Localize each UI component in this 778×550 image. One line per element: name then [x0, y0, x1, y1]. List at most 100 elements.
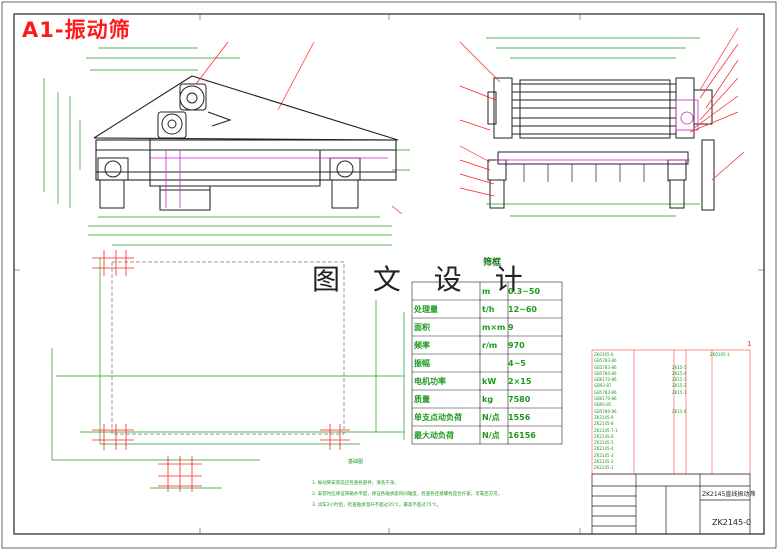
bom-row: ZK2145-8: [594, 421, 744, 427]
bom-code: ZK2145-8: [594, 421, 614, 427]
param-unit: m×m: [482, 323, 506, 332]
param-value: 16156: [508, 431, 536, 440]
title-block-drawing-number: ZK2145-0: [712, 518, 752, 527]
bom-code: [672, 465, 710, 471]
bom-name: [710, 465, 744, 471]
front-view: [43, 47, 410, 246]
bom-row: ZK2145-2: [594, 459, 744, 465]
bom-code: ZK2145-2: [594, 459, 614, 465]
side-view-dims: [486, 37, 700, 217]
param-row: 处理量 t/h 12~60: [414, 301, 562, 319]
bom-row: GB93-87 ZK15-2: [594, 383, 744, 389]
param-table-grid: [411, 281, 563, 445]
param-value: 9: [508, 323, 514, 332]
param-label: 电机功率: [414, 377, 446, 386]
bom-code: GB5780-86: [594, 408, 617, 414]
side-view-red-leaders: [459, 27, 745, 197]
bom-code: GB5783-86: [594, 364, 617, 370]
bom-code: ZK2145-7-1: [594, 427, 618, 433]
bom-row: GB6170-86 ZK15-3: [594, 377, 744, 383]
sheet-title: A1-振动筛: [22, 18, 131, 42]
param-value: 2×15: [508, 377, 532, 386]
bom-row: GB5783-86 ZK15-1: [594, 390, 744, 396]
param-value: 4~5: [508, 359, 526, 368]
param-value: 0.3~50: [508, 287, 541, 296]
param-unit: t/h: [482, 305, 495, 314]
param-row: 面积 m×m 9: [414, 319, 562, 337]
bom-code: GB5783-86: [594, 389, 617, 395]
support-springs: [97, 157, 361, 211]
bom-code: ZK2145-1: [594, 465, 614, 471]
bom-code: ZK15-1: [672, 389, 687, 395]
bom-code: ZK2145-3: [594, 452, 614, 458]
param-unit: kg: [482, 395, 494, 404]
bom-code: ZK0165-6: [594, 352, 614, 357]
zone-ticks: [14, 14, 764, 534]
bom-code: GB93-87: [594, 383, 612, 389]
bom-code: ZK2145-6: [594, 433, 614, 439]
bom-row: ZK2145-6: [594, 434, 744, 440]
bom-name: ZK0165-1: [710, 352, 730, 357]
title-block-designation: ZK2145直线振动筛: [702, 491, 756, 498]
param-value: 1556: [508, 413, 531, 422]
bom-code: GB6170-86: [594, 377, 617, 383]
bom-row: ZK2145-4: [594, 446, 744, 452]
bom-row: ZK2145-5: [594, 440, 744, 446]
param-unit: N/点: [482, 431, 500, 440]
bom-row: ZK2145-3: [594, 453, 744, 459]
param-label: 面积: [414, 323, 430, 332]
exciter-motors: [157, 83, 207, 139]
param-label: 单支点动负荷: [414, 413, 462, 422]
param-row: 电机功率 kW 2×15: [414, 373, 562, 391]
bom-code: GB6170-86: [594, 396, 617, 402]
bom-row: GB5783-86 ZK15-5: [594, 365, 744, 371]
side-view-shafts: [487, 77, 713, 139]
bom-code: GB95-85: [594, 402, 612, 408]
bom-name: [634, 465, 672, 471]
side-view-magenta: [496, 99, 699, 161]
param-row: 振幅 4~5: [414, 355, 562, 373]
note-line: 1. 振动筛安装前应检查各部件，清洗干净。: [312, 481, 399, 486]
bom-code: GB5780-86: [594, 370, 617, 376]
param-value: 12~60: [508, 305, 537, 314]
param-table-header: 筛框: [483, 258, 502, 268]
bom-code: ZK2145-4: [594, 446, 614, 452]
param-unit: [482, 355, 508, 373]
bom-code: ZK15-2: [672, 383, 687, 389]
param-value: 970: [508, 341, 525, 350]
bom-row: GB95-85: [594, 402, 744, 408]
bom-row: ZK2145-9: [594, 415, 744, 421]
technical-notes: 1. 振动筛安装前应检查各部件，清洗干净。 2. 安装时应保证筛箱水平度，保证各…: [312, 478, 502, 511]
foundation-outline: [111, 261, 345, 435]
foundation-red-pads: [92, 250, 350, 492]
sheet-number: 1: [747, 340, 752, 348]
param-label: 处理量: [414, 305, 438, 314]
bom-code: ZK2145-9: [594, 414, 614, 420]
param-label: [414, 283, 482, 301]
foundation-plan: [51, 258, 405, 489]
bom-code: GB5783-86: [594, 358, 617, 364]
bom-row: GB6170-86: [594, 396, 744, 402]
watermark-text: 图 文 设 计: [312, 263, 535, 296]
front-red-leaders: [195, 41, 403, 215]
param-row: 最大动负荷 N/点 16156: [414, 427, 562, 445]
technical-parameters-table: m 0.3~50 处理量 t/h 12~60 面积 m×m 9 频率 r/m 9…: [414, 283, 562, 445]
param-unit: N/点: [482, 413, 500, 422]
param-unit: m: [482, 287, 491, 296]
param-unit: r/m: [482, 341, 498, 350]
param-unit: kW: [482, 377, 497, 386]
param-label: 最大动负荷: [414, 431, 454, 440]
foundation-plan-label: 基础图: [348, 459, 364, 465]
param-row: 质量 kg 7580: [414, 391, 562, 409]
param-value: 7580: [508, 395, 531, 404]
bom-code: ZK15-3: [672, 377, 687, 383]
side-view-deck: [487, 139, 715, 211]
bom-row: ZK2145-1: [594, 465, 744, 471]
param-row: 单支点动负荷 N/点 1556: [414, 409, 562, 427]
bom-code: ZK15-5: [672, 364, 687, 370]
param-label: 质量: [414, 395, 430, 404]
